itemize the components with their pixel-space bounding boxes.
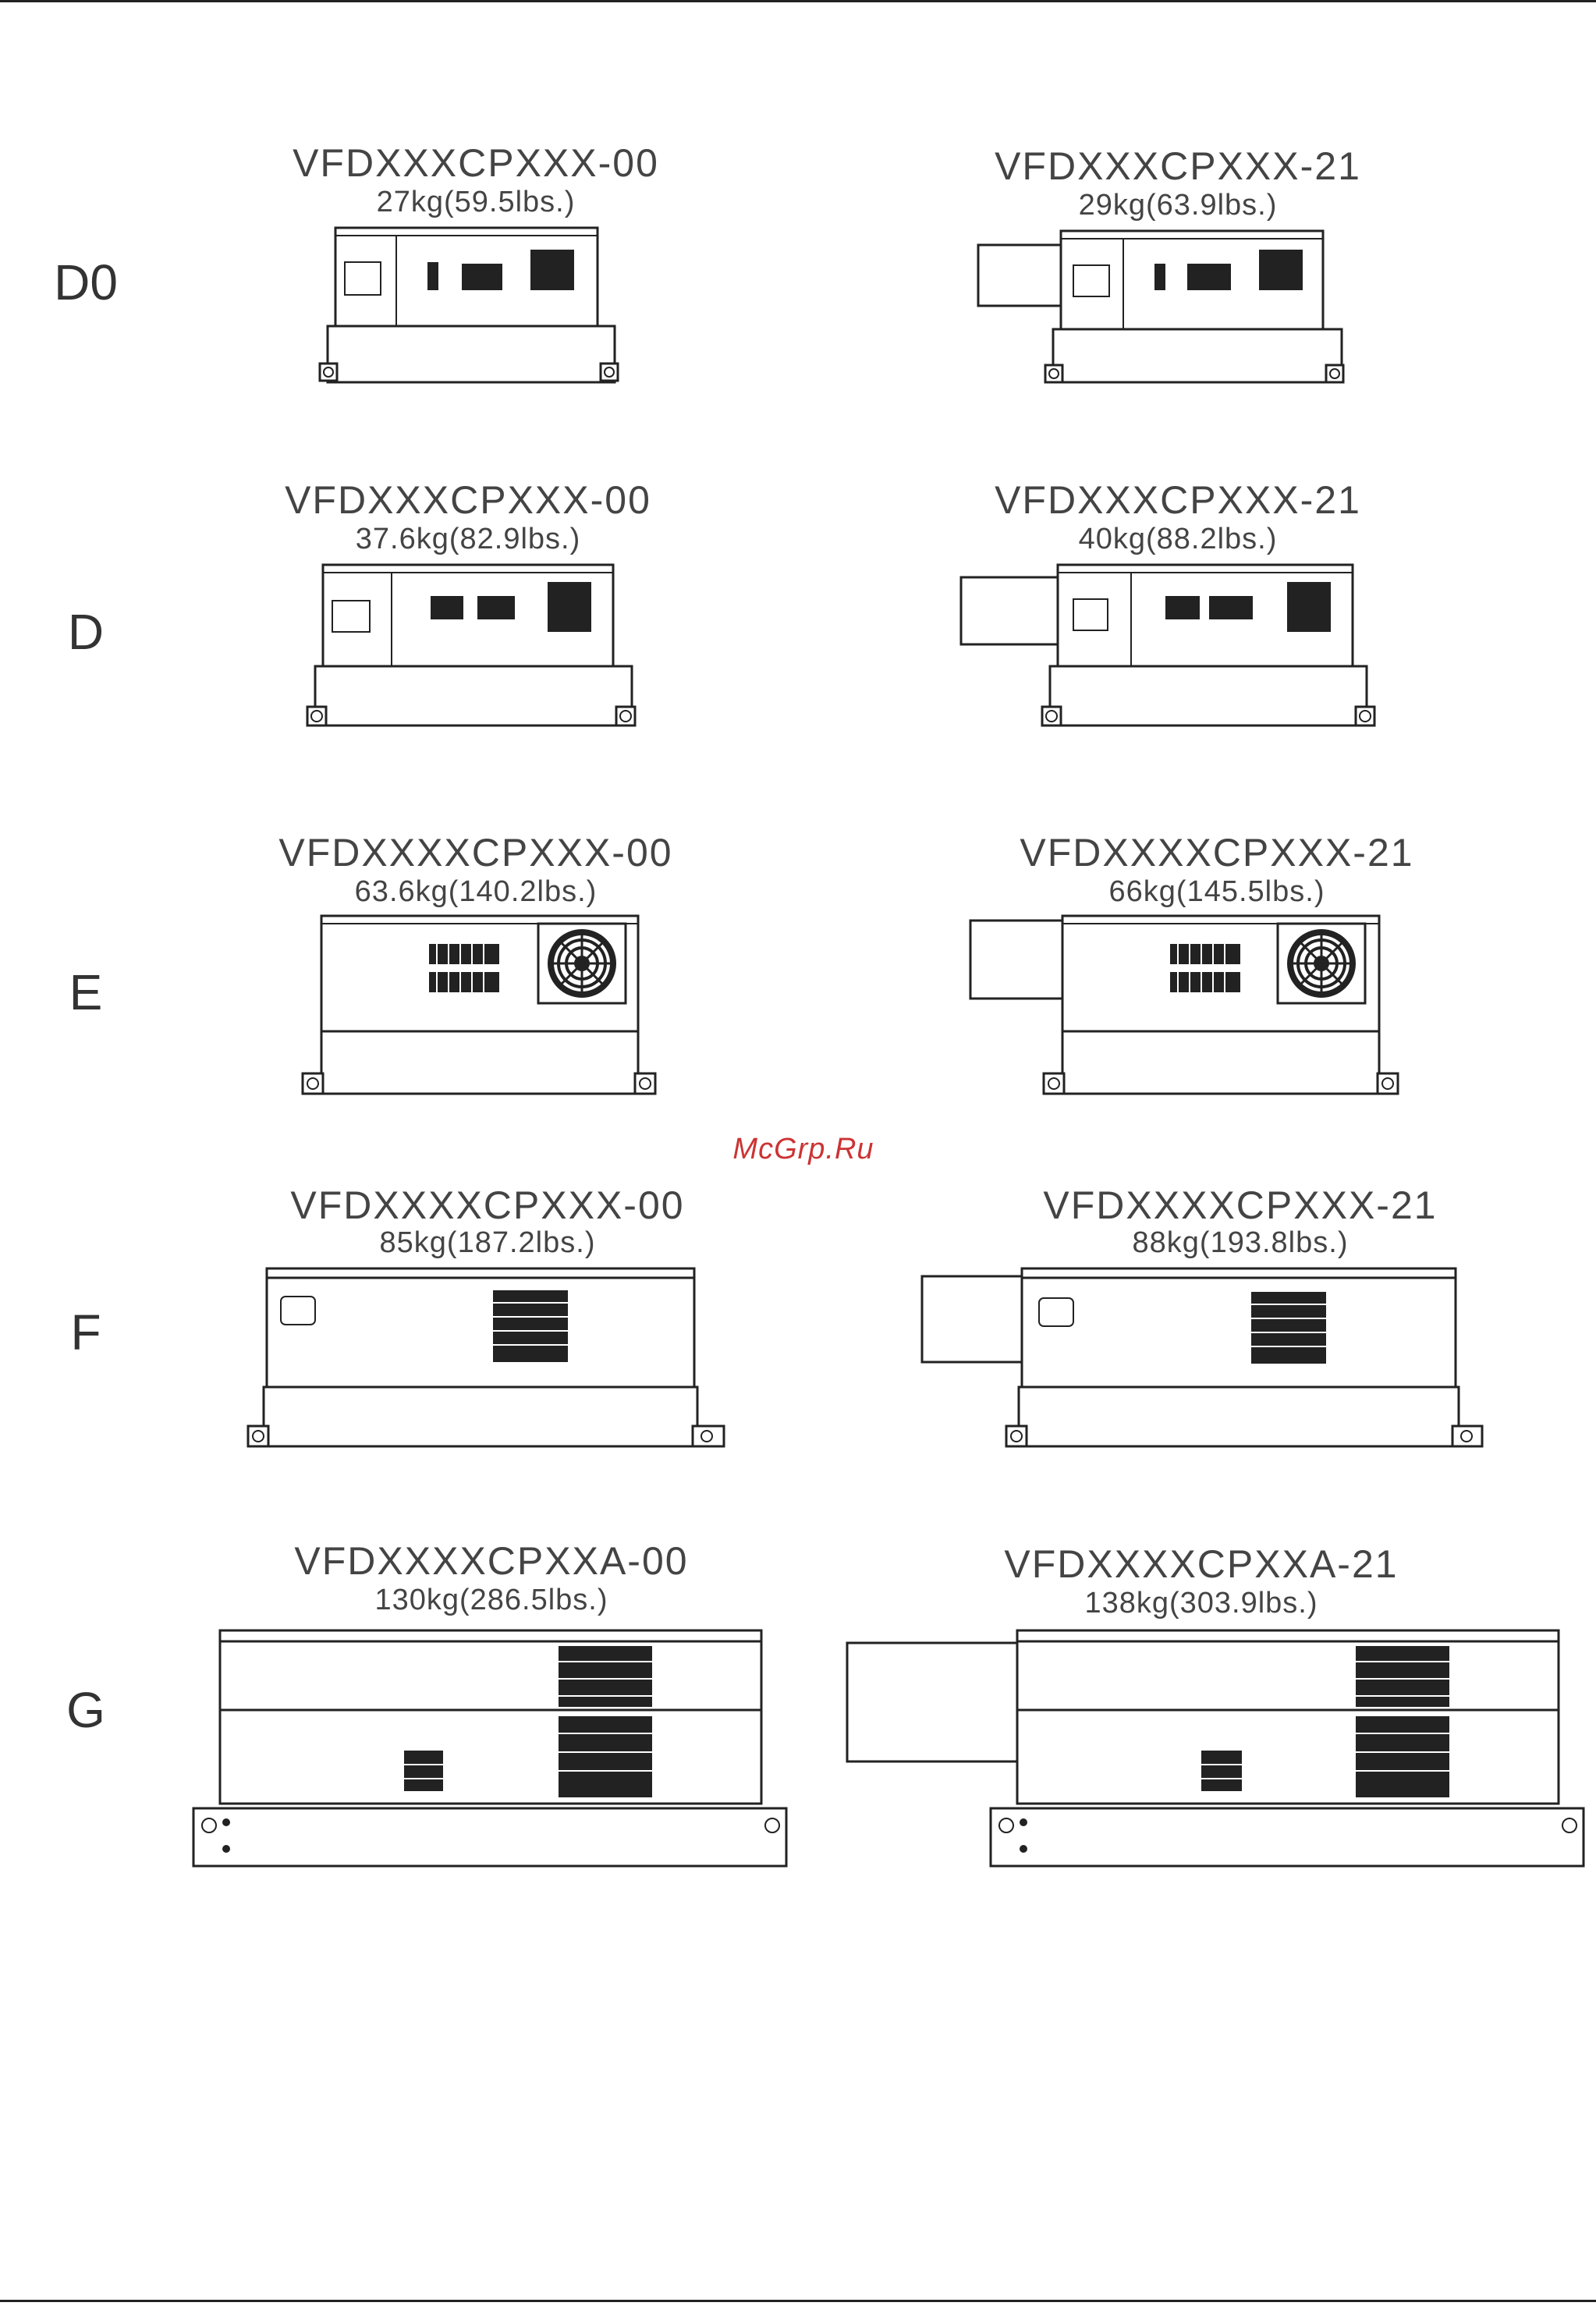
watermark: McGrp.Ru bbox=[732, 1133, 874, 1165]
drive-drawing-d0-21 bbox=[977, 229, 1345, 384]
weight-g-00: 130kg(286.5lbs.) bbox=[374, 1584, 608, 1616]
frame-label-f: F bbox=[70, 1304, 101, 1361]
weight-e-21: 66kg(145.5lbs.) bbox=[1108, 875, 1325, 908]
model-f-00: VFDXXXXCPXXX-00 bbox=[290, 1183, 685, 1227]
model-d-00: VFDXXXCPXXX-00 bbox=[285, 478, 651, 522]
model-e-00: VFDXXXXCPXXX-00 bbox=[278, 831, 673, 875]
model-d-21: VFDXXXCPXXX-21 bbox=[995, 478, 1361, 522]
weight-g-21: 138kg(303.9lbs.) bbox=[1084, 1587, 1318, 1620]
drive-drawing-d0-00 bbox=[318, 226, 619, 384]
weight-f-21: 88kg(193.8lbs.) bbox=[1132, 1226, 1349, 1259]
model-f-21: VFDXXXXCPXXX-21 bbox=[1043, 1183, 1438, 1227]
top-rule bbox=[0, 0, 1596, 2]
weight-d0-21: 29kg(63.9lbs.) bbox=[1078, 189, 1278, 222]
model-g-21: VFDXXXXCPXXA-21 bbox=[1004, 1542, 1399, 1586]
drive-drawing-d-21 bbox=[959, 563, 1376, 727]
drive-drawing-g-00 bbox=[192, 1629, 788, 1868]
frame-label-d: D bbox=[67, 604, 105, 660]
weight-e-00: 63.6kg(140.2lbs.) bbox=[354, 875, 598, 908]
drive-drawing-f-21 bbox=[920, 1267, 1484, 1448]
model-d0-21: VFDXXXCPXXX-21 bbox=[995, 144, 1361, 188]
drive-drawing-f-00 bbox=[246, 1267, 725, 1448]
model-g-00: VFDXXXXCPXXA-00 bbox=[294, 1539, 689, 1583]
drive-drawing-e-21 bbox=[969, 914, 1399, 1095]
bottom-rule bbox=[0, 2300, 1596, 2302]
model-d0-00: VFDXXXCPXXX-00 bbox=[293, 141, 659, 185]
drive-drawing-g-21 bbox=[846, 1629, 1585, 1868]
weight-d-00: 37.6kg(82.9lbs.) bbox=[355, 523, 581, 555]
frame-label-e: E bbox=[69, 964, 103, 1020]
weight-d0-00: 27kg(59.5lbs.) bbox=[376, 186, 576, 218]
model-e-21: VFDXXXXCPXXX-21 bbox=[1020, 831, 1414, 875]
frame-label-d0: D0 bbox=[54, 254, 118, 310]
drive-drawing-e-00 bbox=[301, 914, 657, 1095]
frame-label-g: G bbox=[66, 1682, 105, 1738]
drive-drawing-d-00 bbox=[306, 563, 637, 727]
weight-d-21: 40kg(88.2lbs.) bbox=[1078, 523, 1278, 555]
weight-f-00: 85kg(187.2lbs.) bbox=[379, 1226, 596, 1259]
